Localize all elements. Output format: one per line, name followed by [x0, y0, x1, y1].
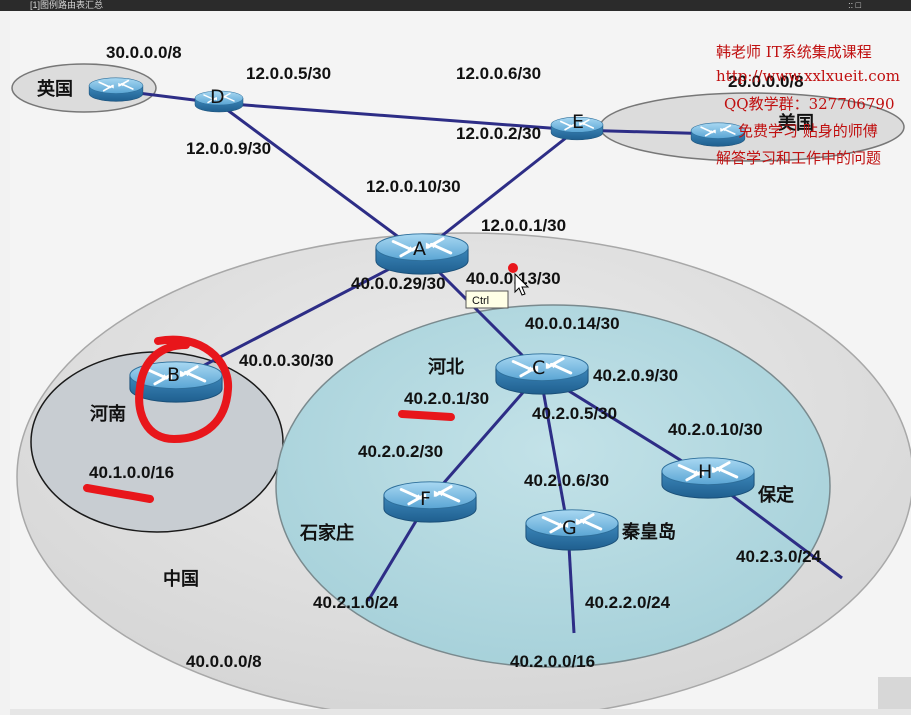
router-d-label: D [210, 86, 225, 108]
iface-c-a: 40.0.0.14/30 [525, 314, 620, 333]
region-qinhuangdao-label: 秦皇岛 [621, 521, 676, 542]
window-controls[interactable]: :: □ [848, 0, 861, 10]
network-hebei: 40.2.0.0/16 [510, 652, 595, 671]
red-dot [508, 263, 518, 273]
iface-h-c: 40.2.0.10/30 [668, 420, 763, 439]
iface-a-b: 40.0.0.29/30 [351, 274, 446, 293]
router-uk[interactable] [88, 76, 144, 103]
router-usa[interactable] [690, 121, 746, 148]
iface-e-a: 12.0.0.2/30 [456, 124, 541, 143]
iface-d-e: 12.0.0.5/30 [246, 64, 331, 83]
watermark-line-5: 解答学习和工作中的问题 [716, 149, 881, 167]
router-c-label: C [532, 357, 545, 379]
iface-a-d: 12.0.0.10/30 [366, 177, 461, 196]
iface-a-e: 12.0.0.1/30 [481, 216, 566, 235]
link-e-a [419, 128, 577, 255]
network-shijiazhuang: 40.2.1.0/24 [313, 593, 399, 612]
router-g-label: G [562, 517, 577, 539]
router-b-label: B [167, 364, 180, 386]
region-baoding-label: 保定 [757, 484, 794, 505]
router-e-label: E [572, 111, 584, 133]
network-henan: 40.1.0.0/16 [89, 463, 174, 482]
hebei-region [275, 304, 831, 668]
network-uk: 30.0.0.0/8 [106, 43, 182, 62]
region-usa-label: 美国 [778, 112, 814, 133]
iface-c-f: 40.2.0.1/30 [404, 389, 489, 408]
bottom-edge [10, 709, 911, 715]
region-hebei-label: 河北 [428, 357, 464, 377]
iface-a-c: 40.0.0.13/30 [466, 269, 561, 288]
link-c-g [538, 372, 570, 530]
window-corner [878, 677, 911, 715]
window-titlebar: [1]图例路由表汇总 :: □ [0, 0, 911, 11]
iface-g-c: 40.2.0.6/30 [524, 471, 609, 490]
watermark-line-1: 韩老师 IT系统集成课程 [716, 43, 872, 61]
link-c-f [426, 372, 542, 502]
region-china-label: 中国 [163, 568, 199, 589]
diagram-canvas: D E A B C F G H 英国 美国 中国 河南 河北 石家庄 秦皇岛 保… [10, 11, 911, 715]
red-underline-c-f [398, 410, 455, 421]
red-annotations [83, 263, 518, 503]
ctrl-tooltip [465, 290, 509, 309]
left-panel-edge [0, 11, 10, 715]
network-china: 40.0.0.0/8 [186, 652, 262, 671]
router-a-label: A [413, 238, 426, 260]
router-h-label: H [698, 461, 712, 483]
iface-c-h: 40.2.0.9/30 [593, 366, 678, 385]
link-d-e [217, 101, 577, 132]
red-underline-henan [83, 484, 154, 503]
region-henan-label: 河南 [90, 403, 126, 424]
window-title: [1]图例路由表汇总 [30, 0, 104, 10]
link-d-a [217, 101, 421, 255]
network-usa: 20.0.0.0/8 [728, 72, 804, 91]
router-f-label: F [420, 488, 431, 510]
iface-c-g: 40.2.0.5/30 [532, 404, 617, 423]
ctrl-tooltip-text: Ctrl [472, 295, 489, 307]
network-qinhuangdao: 40.2.2.0/24 [585, 593, 671, 612]
iface-d-a: 12.0.0.9/30 [186, 139, 271, 158]
iface-b-a: 40.0.0.30/30 [239, 351, 334, 370]
network-baoding: 40.2.3.0/24 [736, 547, 822, 566]
watermark-line-2: http://www.xxlxueit.com [716, 67, 900, 85]
watermark-line-3: QQ教学群：327706790 [724, 95, 895, 113]
watermark-line-4: 免费学习 贴身的师傅 [738, 122, 878, 140]
region-shijiazhuang-label: 石家庄 [299, 522, 354, 543]
region-uk-label: 英国 [36, 78, 73, 99]
watermark: 韩老师 IT系统集成课程 http://www.xxlxueit.com QQ教… [716, 43, 900, 167]
network-diagram: D E A B C F G H 英国 美国 中国 河南 河北 石家庄 秦皇岛 保… [10, 43, 911, 715]
iface-f-c: 40.2.0.2/30 [358, 442, 443, 461]
mouse-cursor-icon [514, 272, 530, 296]
iface-e-d: 12.0.0.6/30 [456, 64, 541, 83]
red-circle-router-b [135, 335, 233, 444]
